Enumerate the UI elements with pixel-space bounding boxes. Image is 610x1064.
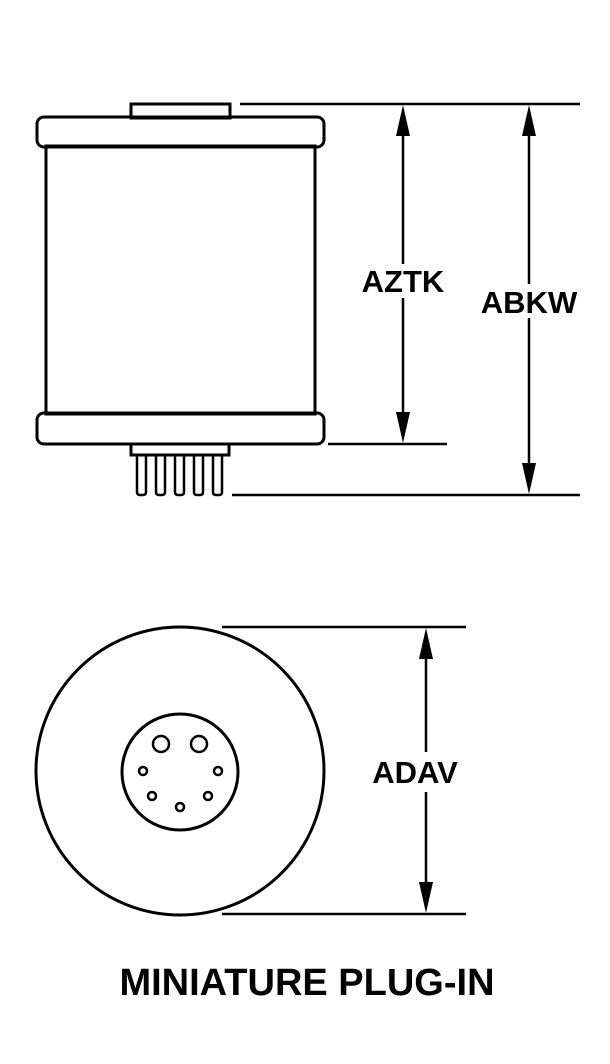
abkw-label: ABKW bbox=[481, 285, 578, 320]
bottom-view bbox=[34, 625, 326, 917]
dimension-abkw: ABKW bbox=[232, 105, 580, 497]
caption: MINIATURE PLUG-IN bbox=[119, 962, 494, 1004]
side-view bbox=[35, 102, 326, 497]
pins bbox=[135, 455, 224, 497]
small-hole bbox=[202, 790, 214, 802]
dimension-aztk: AZTK bbox=[240, 102, 580, 446]
adav-label: ADAV bbox=[372, 755, 458, 790]
pin bbox=[173, 455, 186, 497]
relay-body bbox=[44, 144, 317, 416]
arrow-abkw-down bbox=[522, 463, 536, 494]
pin bbox=[192, 455, 205, 497]
large-hole bbox=[151, 734, 171, 754]
arrow-aztk-up bbox=[396, 105, 410, 136]
aztk-label: AZTK bbox=[362, 264, 445, 299]
top-flange bbox=[35, 115, 326, 149]
arrow-abkw-up bbox=[522, 105, 536, 136]
small-hole bbox=[137, 765, 149, 777]
arrow-adav-up bbox=[419, 628, 433, 659]
small-hole bbox=[146, 790, 158, 802]
pin bbox=[135, 455, 148, 497]
bottom-flange bbox=[35, 411, 326, 446]
small-hole bbox=[212, 765, 224, 777]
base-plate bbox=[129, 442, 231, 457]
small-hole bbox=[174, 801, 186, 813]
large-hole bbox=[189, 734, 209, 754]
arrow-aztk-down bbox=[396, 412, 410, 443]
pin bbox=[154, 455, 167, 497]
pin bbox=[211, 455, 224, 497]
socket-holes bbox=[137, 734, 224, 813]
arrow-adav-down bbox=[419, 882, 433, 913]
socket-circle bbox=[120, 712, 240, 832]
dimension-adav: ADAV bbox=[222, 625, 466, 916]
outer-circle bbox=[34, 625, 326, 917]
